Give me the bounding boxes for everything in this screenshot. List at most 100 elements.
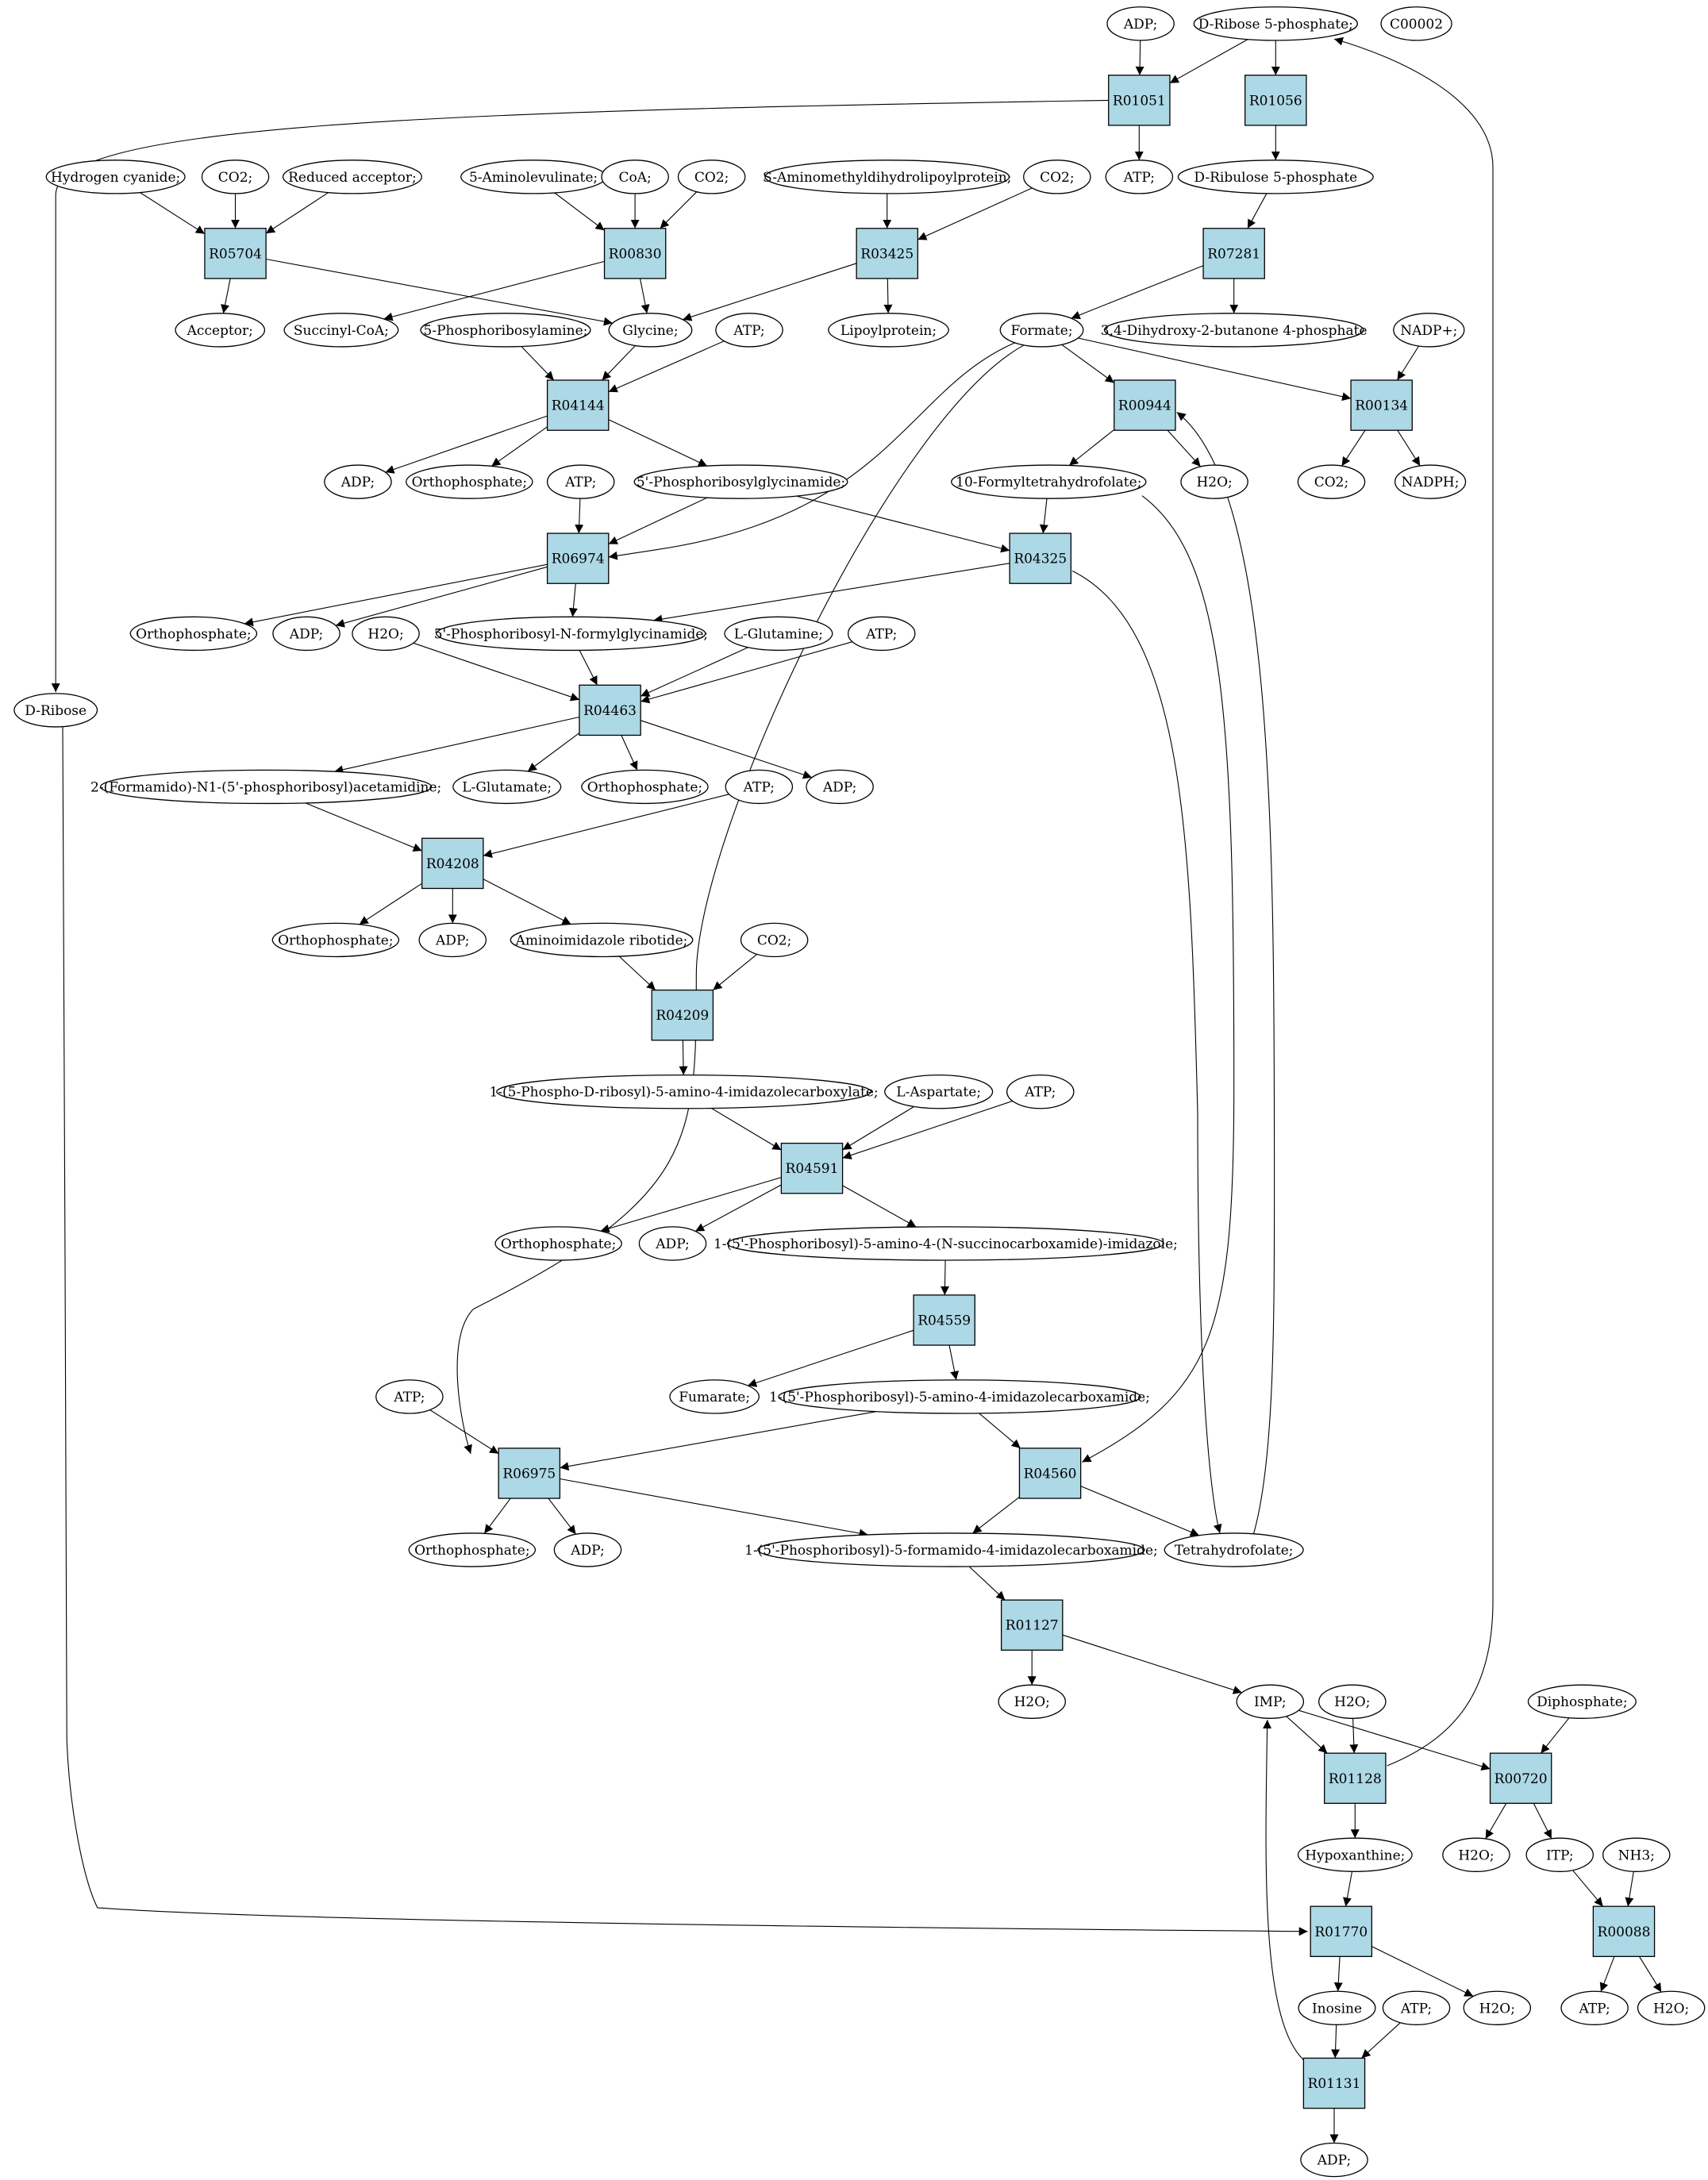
node-shape [282,160,423,194]
node-shape [436,616,706,652]
compound-r5p: D-Ribose 5-phosphate; [1193,6,1358,41]
compound-nadp: NADP+; [1393,313,1465,348]
reaction-r04144: R04144 [546,379,610,431]
edge-ribose-to-r01770 [62,726,1308,1936]
node-label: Lipoylprotein; [841,323,937,339]
node-label: 5-Phosphoribosylamine; [424,323,588,339]
edge-gln-to-r04463 [640,647,748,697]
node-shape [1297,464,1366,499]
edge-r03425-to-glycine [683,263,857,321]
node-shape [603,228,667,279]
reaction-r01770: R01770 [1310,1905,1373,1958]
node-label: CO2; [218,170,253,186]
node-label: R04209 [656,1008,709,1024]
node-label: IMP; [1254,1694,1287,1710]
node-label: ADP; [655,1236,689,1252]
reaction-r07281: R07281 [1202,228,1265,279]
compound-smdl: S-Aminomethyldihydrolipoylprotein; [763,160,1011,194]
node-label: R03425 [860,246,914,262]
edge-atp-r06974-to-r06974 [575,498,584,534]
node-label: R04463 [583,703,637,719]
node-label: S-Aminomethyldihydrolipoylprotein; [763,170,1011,186]
node-label: H2O; [1458,1847,1494,1863]
edge-r00720-to-h2o-r00720 [1485,1803,1507,1840]
node-shape [1463,1990,1532,2025]
edge-atp-r06975-to-r06975 [429,1409,499,1455]
node-label: H2O; [367,626,403,642]
edge-h2o-r01128-to-r01128 [1349,1718,1359,1754]
compound-thf: Tetrahydrofolate; [1164,1532,1304,1567]
reaction-r00134: R00134 [1350,379,1413,431]
edge-imp-to-r01128 [1286,1716,1328,1754]
node-shape [375,1379,444,1414]
edge-r06974-to-pi-r06974 [244,563,548,627]
compound-c00002: C00002 [1380,6,1452,41]
node-shape [913,1294,975,1346]
node-shape [998,1684,1066,1719]
compound-imp: IMP; [1236,1684,1305,1719]
reaction-r04463: R04463 [579,684,641,736]
node-shape [201,160,270,194]
edge-r06974-to-fgar [568,583,578,617]
edge-r06975-to-pi-r06975 [483,1498,511,1534]
compound-adp-top: ADP; [1106,6,1175,41]
compound-pra: 5-Phosphoribosylamine; [420,313,591,348]
compound-fumarate: Fumarate; [669,1379,760,1414]
compound-pi-r04208: Orthophosphate; [271,922,400,958]
node-label: Glycine; [622,323,678,339]
edge-r04463-to-adp-r04463 [640,720,813,779]
node-label: D-Ribulose 5-phosphate [1194,170,1357,186]
node-label: Acceptor; [187,323,253,339]
node-shape [764,160,1010,194]
node-label: ADP; [822,779,856,795]
edge-imp-to-r00720 [1298,1709,1491,1771]
edge-saicar-to-r04559 [941,1259,949,1295]
edge-air-to-r04209 [618,955,656,991]
node-shape [1394,464,1467,499]
edge-r04591-to-pi-r04591 [600,1177,782,1233]
node-label: R04591 [786,1161,839,1177]
node-label: CoA; [619,170,652,186]
compound-gln: L-Glutamine; [724,616,833,652]
node-label: 3,4-Dihydroxy-2-butanone 4-phosphate [1101,323,1368,339]
edge-fgar-to-r04463 [579,650,598,686]
node-label: 5'-Phosphoribosylglycinamide; [637,475,845,490]
edge-r04559-to-aicar [948,1344,960,1381]
node-shape [510,922,694,958]
node-shape [1380,6,1452,41]
node-label: 1-(5'-Phosphoribosyl)-5-amino-4-(N-succi… [714,1236,1178,1252]
edge-r07281-to-formate [1071,265,1204,320]
edge-cair-to-r04591 [711,1108,782,1151]
compound-cair: 1-(5-Phospho-D-ribosyl)-5-amino-4-imidaz… [489,1074,879,1109]
compound-co2-a: CO2; [201,160,270,194]
node-shape [1324,1752,1387,1804]
node-shape [1244,75,1307,126]
node-label: ADP; [1317,2153,1351,2169]
node-label: H2O; [1196,475,1232,490]
node-label: ATP; [1579,2001,1610,2017]
compound-hypox: Hypoxanthine; [1297,1837,1413,1872]
node-shape [828,313,949,348]
edge-r04591-to-saicar [842,1185,917,1228]
node-shape [408,1532,537,1567]
node-shape [1106,6,1175,41]
edge-pra-to-r04144 [521,346,555,381]
node-shape [1393,313,1465,348]
node-label: ADP; [570,1543,604,1559]
compound-h2o-r00720: H2O; [1442,1837,1510,1872]
node-shape [13,693,98,728]
node-label: 1-(5'-Phosphoribosyl)-5-formamido-4-imid… [744,1543,1158,1559]
reaction-r04209: R04209 [651,989,714,1041]
edge-layer [51,37,1662,2143]
edge-r01127-to-imp [1062,1634,1243,1694]
node-label: Reduced acceptor; [288,170,417,186]
compound-atp-r04463: ATP; [847,616,916,652]
compound-adp-r06974: ADP; [272,616,340,652]
node-shape [715,313,783,348]
edge-adp-top-to-r01051 [1135,40,1144,75]
node-shape [780,1142,844,1194]
edge-r00088-to-atp-r00088 [1599,1956,1615,1992]
edge-r00944-to-fthf [1068,429,1115,466]
compound-adp-r06975: ADP; [553,1532,622,1567]
node-label: R04144 [552,398,605,414]
